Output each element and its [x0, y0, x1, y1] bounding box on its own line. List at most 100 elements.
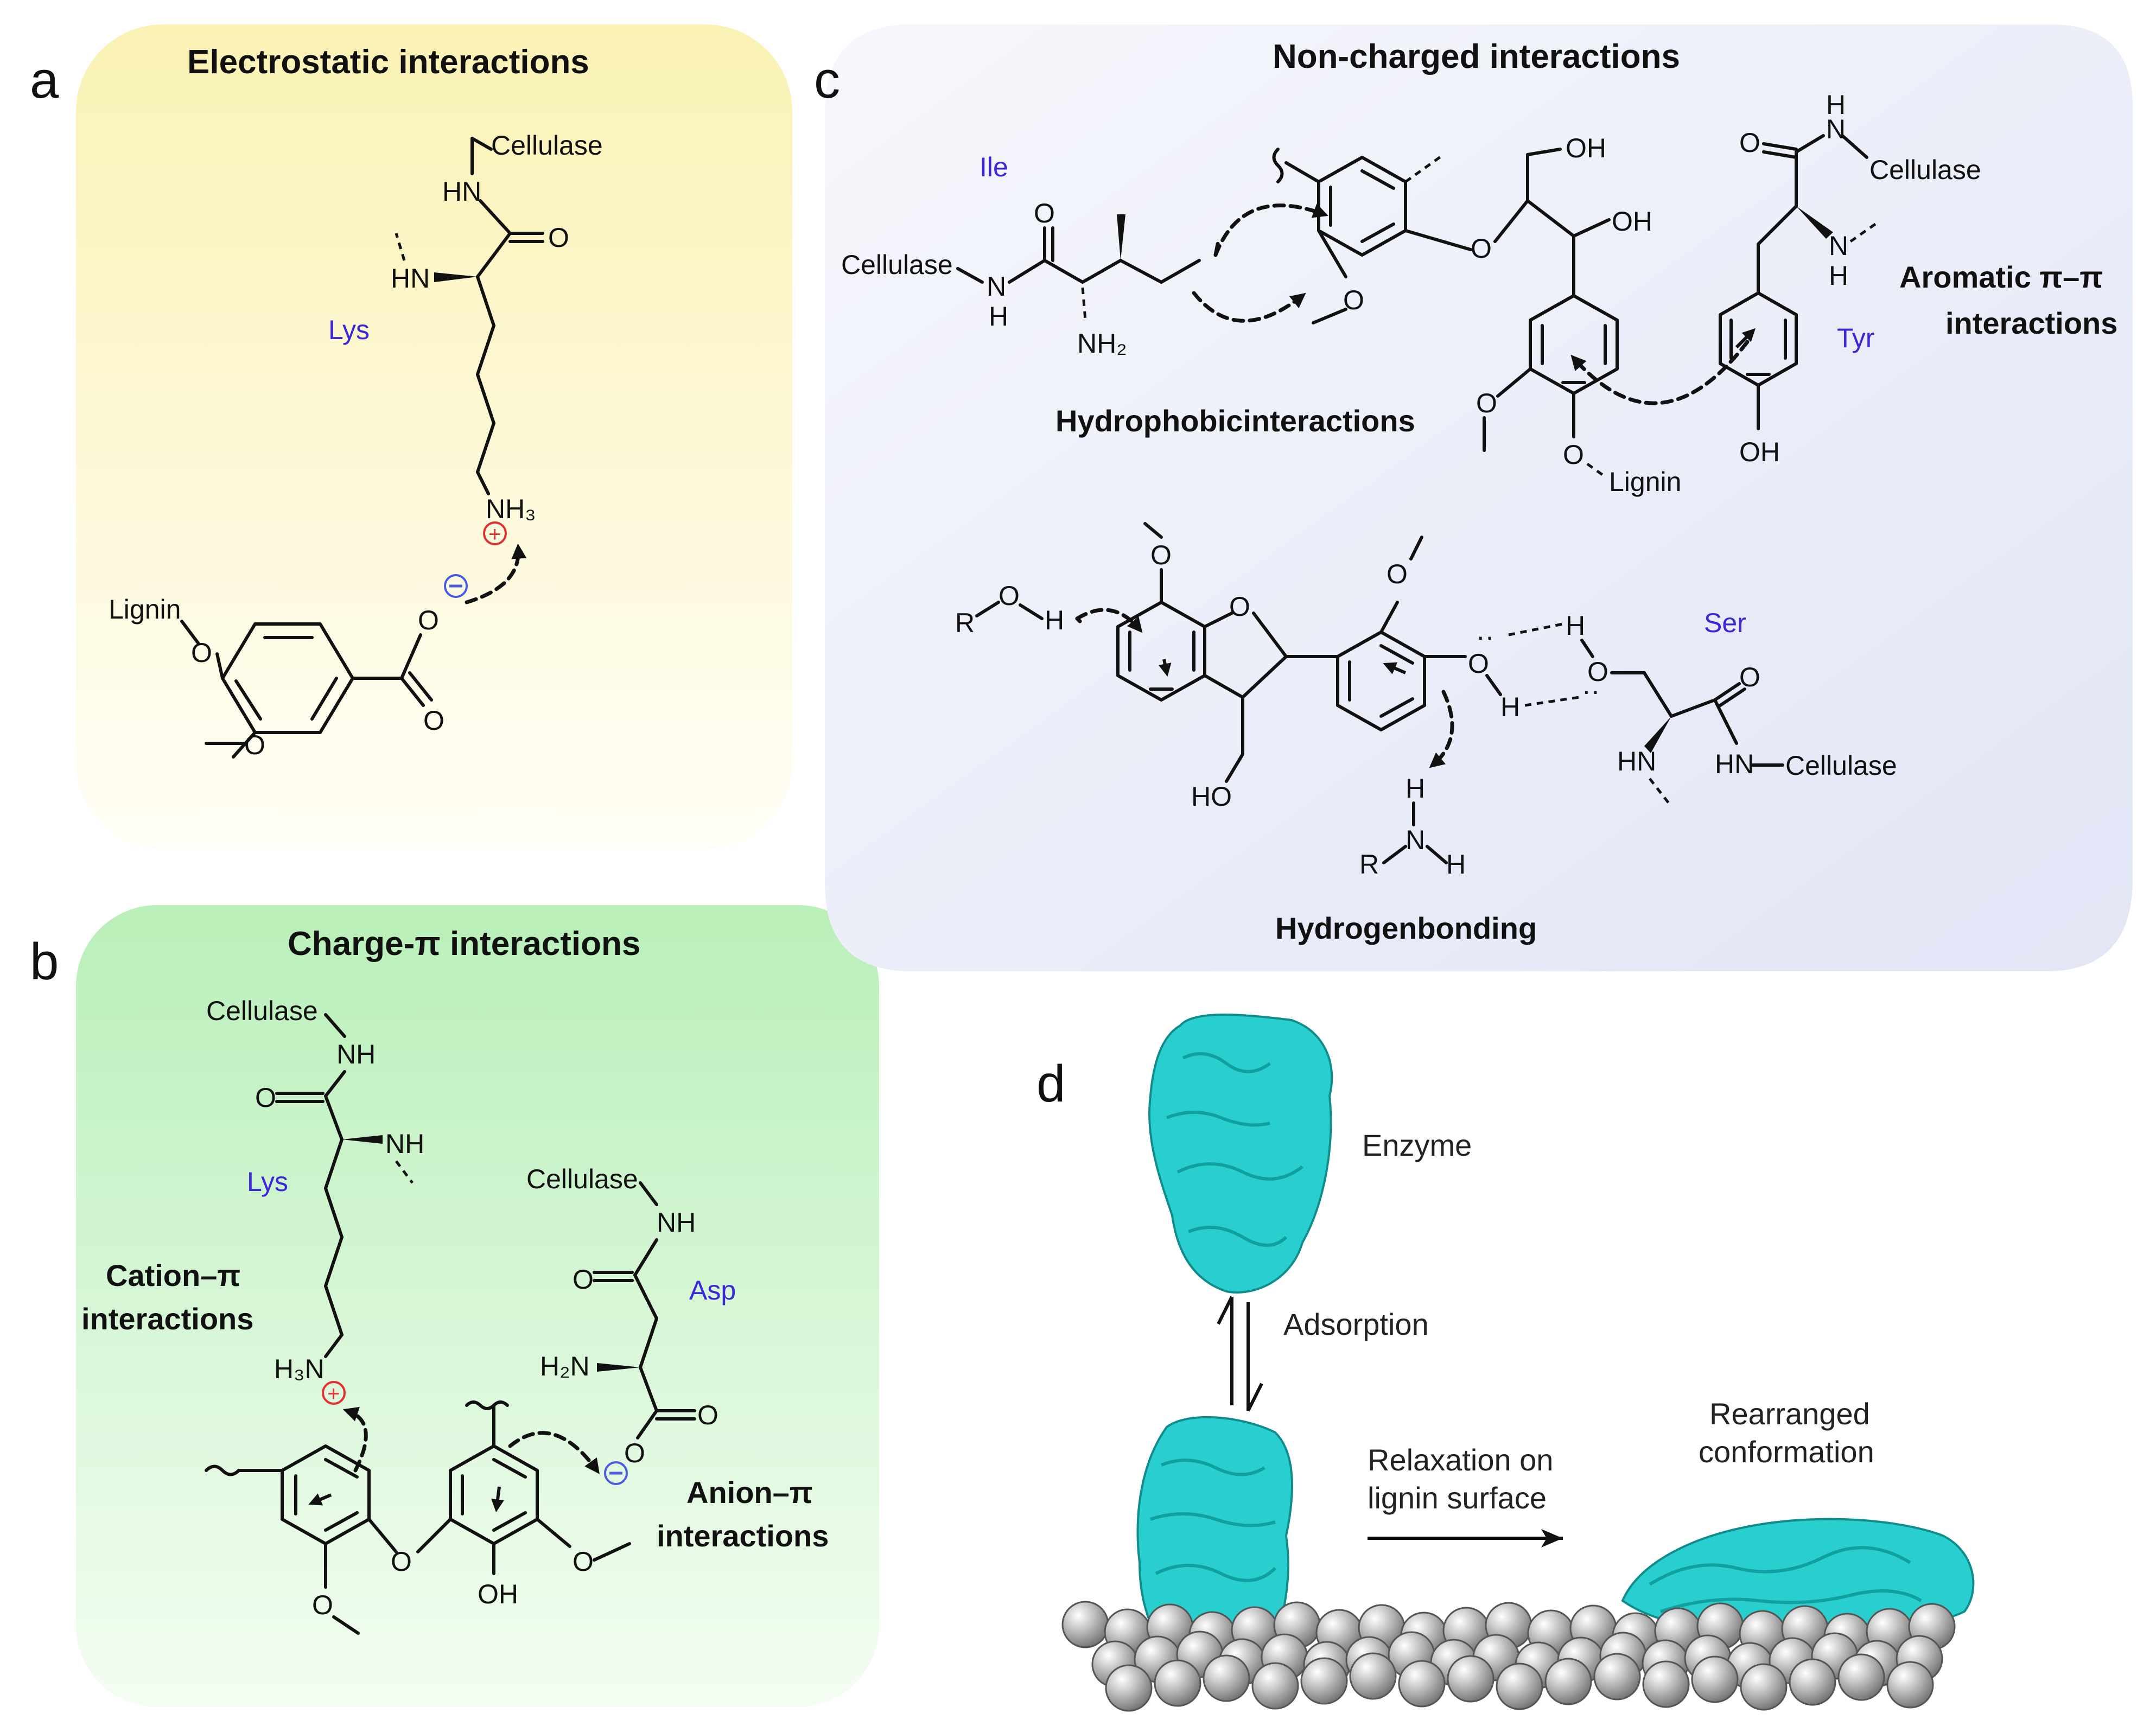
panel-c-background	[825, 24, 2133, 971]
panel-a-title: Electrostatic interactions	[187, 43, 589, 81]
hn-cell-label: HN	[1715, 749, 1754, 779]
o-phenol-label: O	[1468, 648, 1489, 679]
lignin-label: Lignin	[109, 594, 181, 625]
lignin-bead	[1447, 1655, 1494, 1703]
o-lignin-label: O	[1563, 440, 1584, 470]
o-tyr-label: O	[1739, 128, 1760, 158]
ether-o-label: O	[191, 638, 212, 668]
lignin-bead	[1251, 1662, 1299, 1710]
nh3-label: NH₃	[486, 494, 536, 524]
cation-pi-label-2: interactions	[81, 1302, 253, 1336]
oh-tyr-label: OH	[1739, 437, 1780, 467]
nh-left-label: NH	[336, 1039, 376, 1069]
cellulase-right-label: Cellulase	[526, 1164, 638, 1194]
anion-pi-arrow	[508, 1431, 600, 1474]
h-amine2-label: H	[1446, 849, 1466, 880]
h-tyr-label: H	[1826, 90, 1846, 120]
cation-pi-arrow	[343, 1406, 368, 1473]
n-ile-label: N	[987, 271, 1006, 302]
rearranged-label-2: conformation	[1699, 1435, 1874, 1469]
equilibrium-arrows	[1217, 1296, 1263, 1412]
svg-text:+: +	[327, 1382, 340, 1406]
nh2-label: NH₂	[1077, 328, 1127, 359]
hbond-label: Hydrogenbonding	[1275, 911, 1537, 945]
h2n-label: H₂N	[540, 1351, 590, 1381]
lignin-bead	[1349, 1652, 1397, 1700]
lignin-bead	[1544, 1658, 1592, 1705]
lignin-bead	[1837, 1653, 1885, 1701]
lignin-bead	[1789, 1658, 1836, 1706]
h-amine-label: H	[1405, 773, 1425, 804]
o-left-label: O	[255, 1082, 276, 1113]
panel-b-letter: b	[30, 933, 59, 991]
lignin-surface	[1061, 1601, 1956, 1712]
o-r-label: O	[998, 581, 1020, 611]
enzyme-label: Enzyme	[1362, 1128, 1472, 1162]
o-right-label: O	[573, 1264, 594, 1295]
hbond-arrow-2	[1429, 690, 1454, 768]
panel-d-letter: d	[1036, 1055, 1065, 1113]
cation-pi-label-1: Cation–π	[106, 1258, 240, 1292]
o-me2-label: O	[1476, 388, 1497, 418]
h3n-label: H₃N	[274, 1354, 325, 1384]
lignin-bead	[1691, 1655, 1739, 1703]
o-me-left-label: O	[312, 1590, 333, 1620]
ho-label: HO	[1191, 781, 1232, 812]
o-ring-label: O	[1229, 591, 1250, 622]
lignin-bead	[1154, 1659, 1201, 1707]
hbond-arrow-1	[1075, 608, 1143, 633]
panel-a-structure: Cellulase HN O HN Lys NH₃ + Lignin O	[109, 130, 603, 760]
panel-c-title: Non-charged interactions	[1273, 38, 1680, 75]
carboxylate-o-label: O	[418, 605, 439, 635]
cellulase-ile-label: Cellulase	[841, 250, 953, 280]
o-me-right-label: O	[573, 1546, 594, 1577]
carboxylate-o2-label: O	[423, 705, 444, 736]
enzyme-rearranged	[1621, 1518, 1975, 1635]
h-ser-label: H	[1566, 610, 1585, 641]
lignin-bead	[1105, 1664, 1153, 1712]
o-top-me-label: O	[1150, 540, 1172, 570]
h-phenol-label: H	[1500, 692, 1520, 722]
positive-charge-icon-b	[322, 1381, 346, 1405]
negative-charge-icon	[444, 574, 468, 598]
anion-pi-label-2: interactions	[657, 1519, 829, 1553]
o-right-me-label: O	[1387, 559, 1408, 589]
hn-label: HN	[442, 176, 481, 207]
o-ile-label: O	[1034, 198, 1055, 228]
hb-dots-2: ··	[1582, 676, 1600, 706]
hydrophobic-arrow-1	[1213, 203, 1328, 257]
panel-c-top-structure: Ile Cellulase N H O NH₂ Hydrophobicinter…	[841, 90, 2117, 497]
lignin-bead	[1886, 1661, 1934, 1709]
hn-ser-label: HN	[1617, 746, 1656, 776]
relaxation-arrow	[1368, 1529, 1563, 1547]
n-tyr-label: N	[1826, 114, 1846, 144]
adsorption-label: Adsorption	[1283, 1307, 1429, 1341]
cellulase-left-label: Cellulase	[206, 996, 318, 1026]
o-bridge-label: O	[391, 1546, 412, 1577]
hydrophobic-arrow-2	[1192, 291, 1306, 323]
panel-a-background	[76, 24, 792, 849]
anion-pi-label-1: Anion–π	[686, 1475, 813, 1510]
ser-residue-label: Ser	[1704, 608, 1746, 638]
lignin-bead	[1496, 1663, 1543, 1710]
oh1-label: OH	[1566, 133, 1606, 163]
o-ser-label: O	[1587, 657, 1608, 687]
hb-dots-1: ··	[1476, 621, 1494, 652]
svg-text:+: +	[488, 523, 501, 546]
o-right3-label: O	[624, 1438, 645, 1468]
n-amine-label: N	[1405, 825, 1425, 855]
hydrophobic-label: Hydrophobicinteractions	[1055, 404, 1415, 438]
r2-label: R	[1359, 849, 1379, 880]
lignin-bead	[1593, 1653, 1641, 1700]
relaxation-label-1: Relaxation on	[1368, 1443, 1553, 1477]
cellulase-ser-label: Cellulase	[1785, 750, 1897, 781]
panel-c-bottom-structure: R O H O O HO O O H H	[955, 522, 1897, 945]
lignin-bead	[1398, 1660, 1446, 1708]
tyr-residue-label: Tyr	[1837, 323, 1874, 353]
panel-b-title: Charge-π interactions	[288, 925, 640, 963]
methoxy-o-label: O	[244, 730, 265, 760]
lignin-bead	[1061, 1601, 1109, 1648]
o-ether-label: O	[1471, 233, 1492, 264]
asp-residue-label: Asp	[689, 1275, 736, 1305]
